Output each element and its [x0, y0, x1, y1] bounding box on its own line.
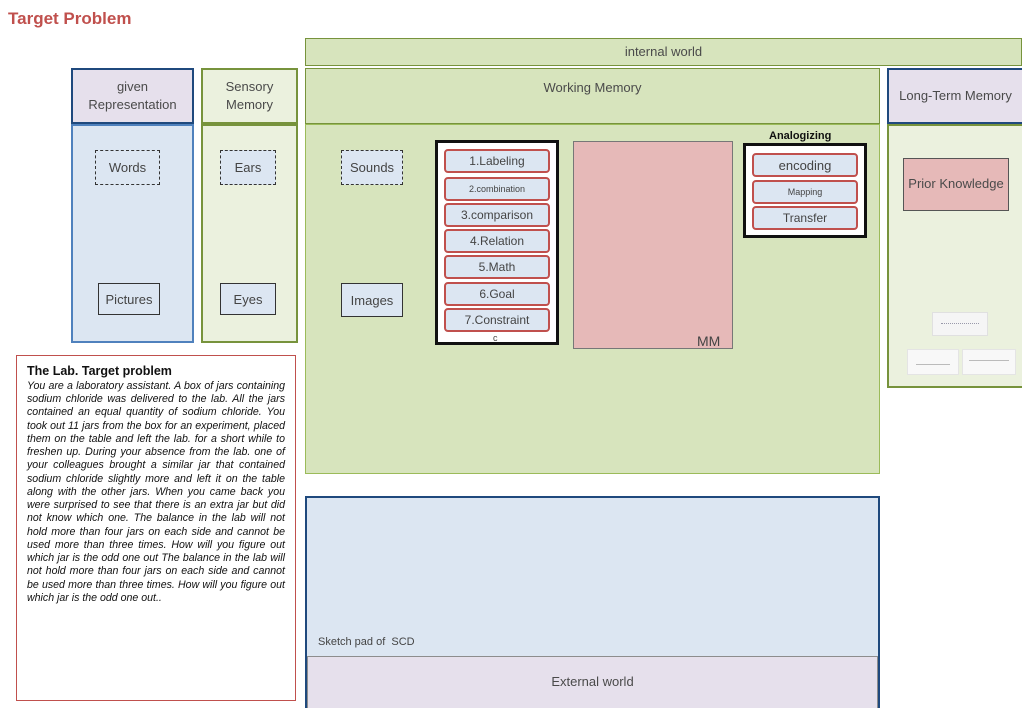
- steps-footnote: c: [493, 333, 498, 343]
- mental-model-label: MM: [697, 333, 721, 349]
- pictures-box: Pictures: [98, 283, 160, 315]
- sketch-pad-label: Sketch pad of SCD: [318, 636, 415, 648]
- ears-box: Ears: [220, 150, 276, 185]
- step-goal: 6.Goal: [444, 282, 550, 306]
- internal-world-band: internal world: [305, 38, 1022, 66]
- words-box: Words: [95, 150, 160, 185]
- working-memory-header: Working Memory: [305, 68, 880, 124]
- sensory-memory-header: Sensory Memory: [201, 68, 298, 124]
- analogizing-title: Analogizing: [769, 130, 832, 142]
- long-term-memory-header: Long-Term Memory: [887, 68, 1022, 124]
- thumbnail-image: [907, 349, 959, 375]
- eyes-box: Eyes: [220, 283, 276, 315]
- thumbnail-image: [932, 312, 988, 336]
- internal-world-label: internal world: [624, 43, 703, 59]
- sounds-box: Sounds: [341, 150, 403, 185]
- analogizing-transfer: Transfer: [752, 206, 858, 230]
- external-world-band: External world: [307, 656, 878, 708]
- images-box: Images: [341, 283, 403, 317]
- analogizing-encoding: encoding: [752, 153, 858, 177]
- thumbnail-image: [962, 349, 1016, 375]
- prior-knowledge-box: Prior Knowledge: [903, 158, 1009, 211]
- target-problem-text: You are a laboratory assistant. A box of…: [27, 380, 285, 604]
- target-problem-card: The Lab. Target problem You are a labora…: [16, 355, 296, 701]
- given-representation-header: given Representation: [71, 68, 194, 124]
- target-problem-heading: The Lab. Target problem: [27, 364, 172, 378]
- step-math: 5.Math: [444, 255, 550, 279]
- step-labeling: 1.Labeling: [444, 149, 550, 173]
- analogizing-mapping: Mapping: [752, 180, 858, 204]
- page-title: Target Problem: [8, 9, 132, 28]
- step-relation: 4.Relation: [444, 229, 550, 253]
- step-combination: 2.combination: [444, 177, 550, 201]
- step-constraint: 7.Constraint: [444, 308, 550, 332]
- mental-model-box: [573, 141, 733, 349]
- step-comparison: 3.comparison: [444, 203, 550, 227]
